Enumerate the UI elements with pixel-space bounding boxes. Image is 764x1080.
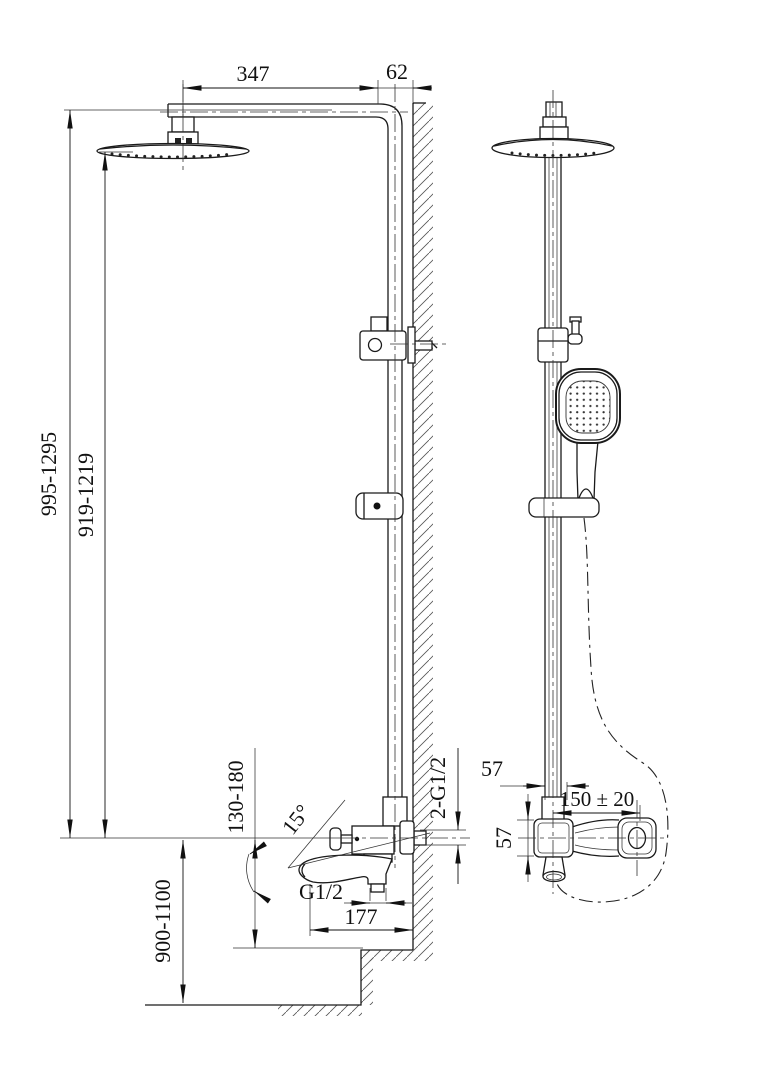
hand-shower [555,368,621,501]
dim-label-347: 347 [237,61,270,86]
side-view [96,103,438,893]
extension-lines [60,80,641,949]
hand-shower-handle [576,440,599,501]
centerlines [160,84,668,894]
spout-front [542,856,566,883]
front-view [491,101,669,903]
dimension-57-vertical: 57 [491,794,531,882]
dimension-347: 347 [183,61,378,91]
dimension-62: 62 [378,59,432,91]
shower-arm [167,103,403,797]
dim-label-62: 62 [386,59,408,84]
dim-label-919-1219: 919-1219 [73,453,98,537]
slider-holder-front [528,497,600,518]
hand-shower-face [565,380,611,434]
top-connector-front [539,101,569,146]
mixer-valve-side [329,796,427,863]
dimension-130-180: 130-180 [223,748,258,948]
dimension-g12: G1/2 [299,879,412,906]
dim-label-2-g12: 2-G1/2 [425,757,450,819]
dimension-995-1295: 995-1295 [36,110,73,838]
dim-label-15deg: 15° [277,800,316,840]
slider-holder-side [355,492,404,520]
dimension-57-horizontal: 57 [481,756,589,789]
riser-pipe-front [544,157,562,797]
dim-label-57h: 57 [481,756,503,781]
dim-label-57v: 57 [491,827,516,849]
wall-bracket-side [359,316,438,364]
dim-label-900-1100: 900-1100 [150,879,175,963]
dim-label-g12: G1/2 [299,879,343,904]
tub-step-outline [145,949,413,1006]
dim-label-995-1295: 995-1295 [36,432,61,516]
dim-label-130-180: 130-180 [223,760,248,833]
dimension-177: 177 [310,904,413,933]
dim-label-177: 177 [345,904,378,929]
rain-shower-head-side [96,142,250,160]
dimension-900-1100: 900-1100 [150,840,186,1003]
dimension-150-20: 150 ± 20 [553,787,640,816]
wall-section [145,102,433,1016]
spout-outlet-nub [370,883,385,893]
dimension-919-1219: 919-1219 [73,152,108,838]
dimension-2-g12: 2-G1/2 [425,748,461,884]
dim-label-150-20: 150 ± 20 [560,787,635,811]
tub-spout [298,854,393,893]
nozzle-dots [510,151,598,157]
